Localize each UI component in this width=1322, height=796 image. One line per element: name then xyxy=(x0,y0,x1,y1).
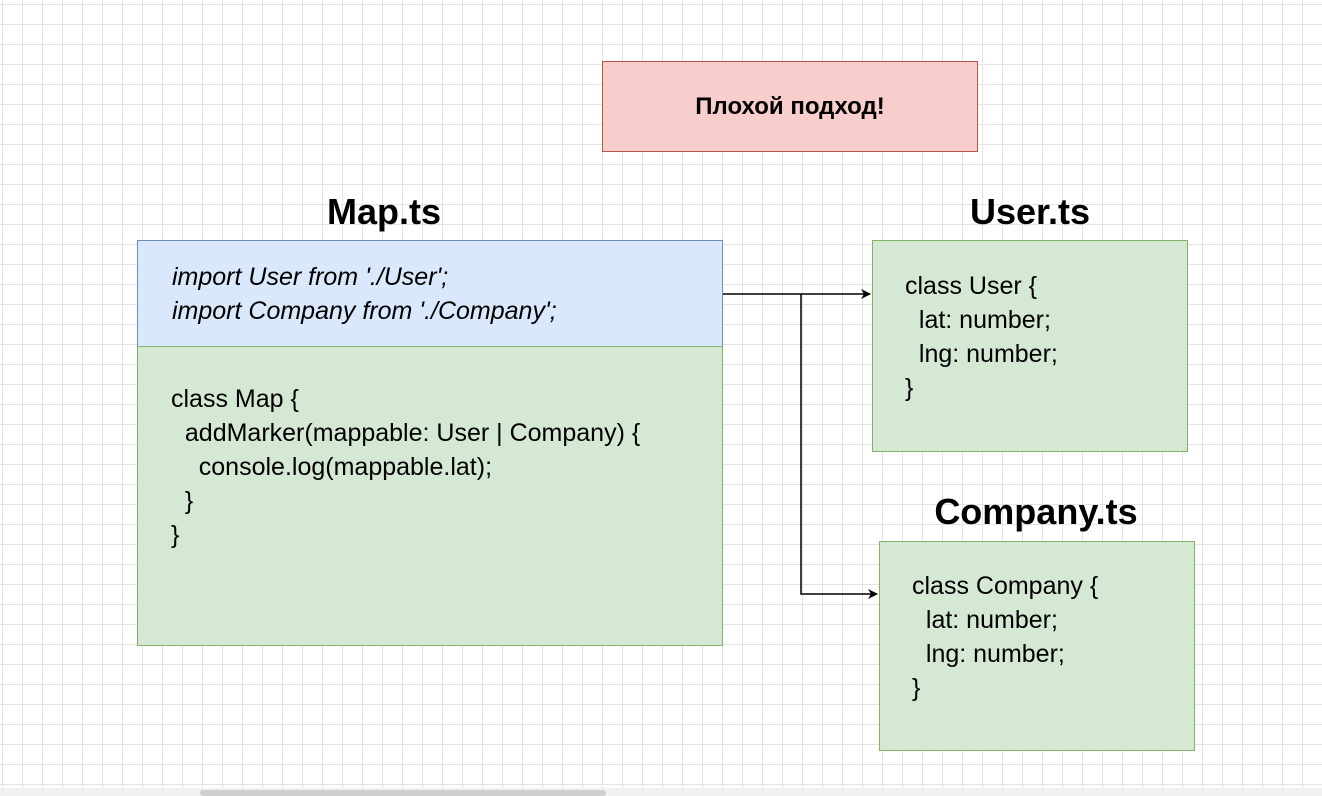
company-class-block[interactable]: class Company { lat: number; lng: number… xyxy=(879,541,1195,751)
code-line: lng: number; xyxy=(905,340,1058,368)
code-line: class Map { xyxy=(171,385,299,413)
code-line: console.log(mappable.lat); xyxy=(171,453,493,481)
code-line: } xyxy=(171,521,180,549)
map-file-heading: Map.ts xyxy=(326,191,441,232)
code-line: } xyxy=(905,374,914,402)
code-line: class Company { xyxy=(912,572,1099,600)
import-to-company-arrow[interactable] xyxy=(800,294,878,599)
user-file-heading: User.ts xyxy=(969,191,1091,232)
code-line: class User { xyxy=(905,272,1037,300)
scrollbar-thumb[interactable] xyxy=(200,790,606,796)
code-line: } xyxy=(171,487,194,515)
map-imports-block[interactable]: import User from './User'; import Compan… xyxy=(137,240,723,347)
bad-approach-banner[interactable]: Плохой подход! xyxy=(602,61,978,152)
company-file-heading: Company.ts xyxy=(934,491,1138,532)
code-line: lat: number; xyxy=(905,306,1051,334)
user-class-block[interactable]: class User { lat: number; lng: number; } xyxy=(872,240,1188,452)
bad-approach-label: Плохой подход! xyxy=(695,92,885,120)
import-user-line: import User from './User'; xyxy=(172,263,449,291)
map-class-block[interactable]: class Map { addMarker(mappable: User | C… xyxy=(137,346,723,646)
scrollbar-track xyxy=(0,788,1322,796)
import-company-line: import Company from './Company'; xyxy=(172,297,557,325)
code-line: lat: number; xyxy=(912,606,1058,634)
code-line: } xyxy=(912,674,921,702)
code-line: addMarker(mappable: User | Company) { xyxy=(171,419,641,447)
code-line: lng: number; xyxy=(912,640,1065,668)
